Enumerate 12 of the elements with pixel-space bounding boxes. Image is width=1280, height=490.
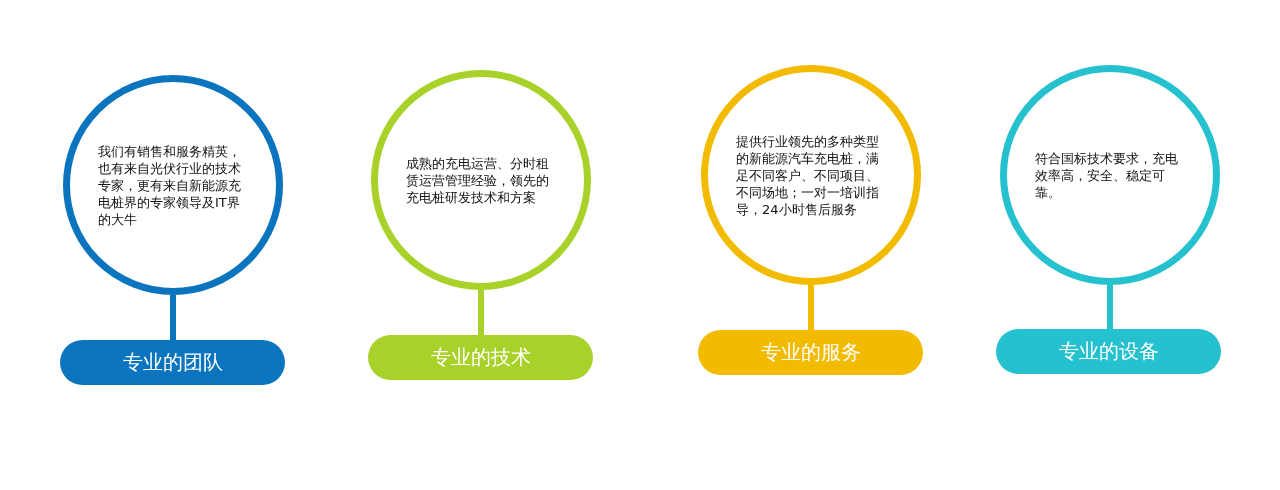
description-text: 成熟的充电运营、分时租赁运营管理经验，领先的充电桩研发技术和方案 (406, 154, 550, 206)
connector-line (808, 285, 814, 330)
title-pill: 专业的团队 (60, 340, 285, 385)
title-pill: 专业的设备 (996, 329, 1221, 374)
connector-line (478, 290, 484, 335)
description-text: 符合国标技术要求，充电效率高，安全、稳定可靠。 (1035, 149, 1179, 201)
description-text: 提供行业领先的多种类型的新能源汽车充电桩，满足不同客户、不同项目、不同场地；一对一培训指导，24小时售后服务 (736, 132, 880, 218)
title-pill: 专业的服务 (698, 330, 923, 375)
title-pill: 专业的技术 (368, 335, 593, 380)
connector-line (1107, 285, 1113, 329)
description-text: 我们有销售和服务精英，也有来自光伏行业的技术专家，更有来自新能源充电桩界的专家领导及IT界的大牛 (98, 142, 242, 228)
connector-line (170, 295, 176, 340)
